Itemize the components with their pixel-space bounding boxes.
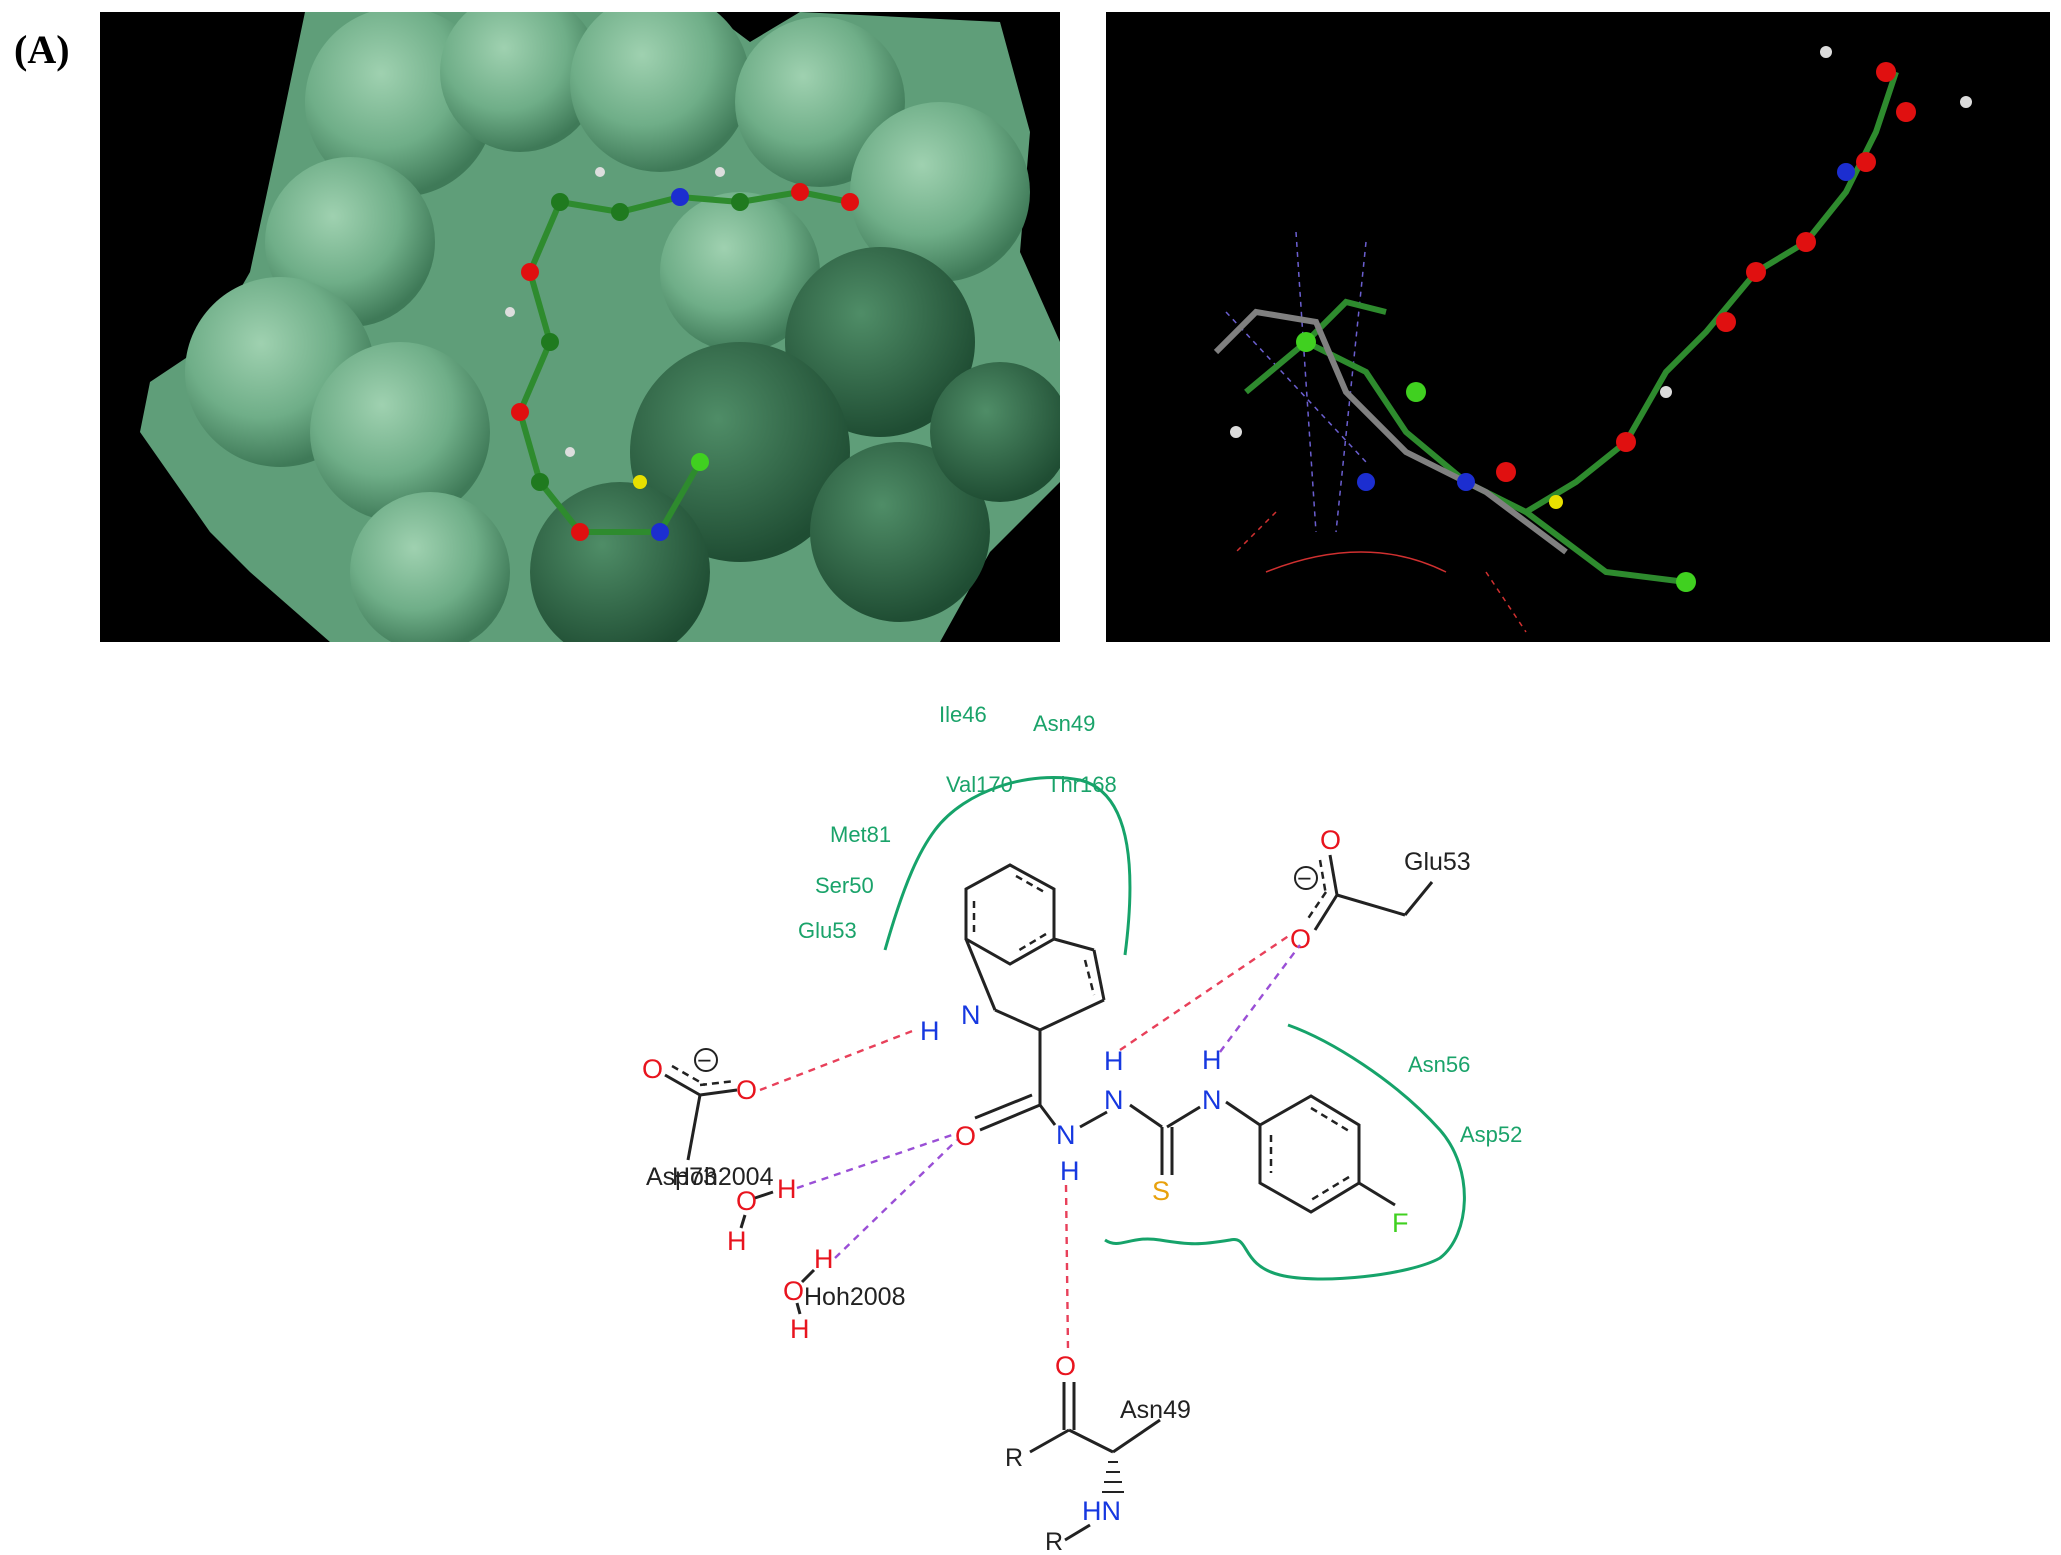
grey-pose [1213,308,1568,555]
residue-thr168: Thr168 [1047,772,1117,797]
glu53-charge: − [1297,865,1312,893]
residue-ile46: Ile46 [939,702,987,727]
bond-n-phenyl [1225,1100,1261,1127]
thiourea-nh: H [1202,1045,1222,1075]
residue-met81: Met81 [830,822,891,847]
asn49-amide-nitrogen: HN [1082,1496,1121,1526]
hoh2004-hydrogen-1: H [777,1174,797,1204]
hoh2004-oxygen: O [736,1186,757,1216]
hoh2008-oxygen: O [783,1276,804,1306]
asn49-backbone: O R Asn49 HN R [1005,1351,1191,1555]
panel-label: (A) [14,27,70,72]
hbond-amide-hoh2008 [834,1139,958,1259]
bond-c-n3 [1166,1105,1201,1129]
fluorine-atom: F [1392,1208,1409,1238]
hydrazide-nitrogen-2: N [1104,1085,1124,1115]
residue-asp52: Asp52 [1460,1122,1522,1147]
asp73-charge: − [697,1047,712,1075]
residue-asn56: Asn56 [1408,1052,1470,1077]
residue-glu53-hbond: Glu53 [1404,848,1471,876]
hoh2008-hydrogen-2: H [790,1314,810,1344]
bond-n-thiocarbonyl [1129,1103,1163,1129]
hoh2004-hydrogen-2: H [727,1226,747,1256]
asp73-carboxylate-oxygen: O [736,1075,757,1105]
glu53-carboxylate-oxygen: O [1290,924,1311,954]
hydrazide-nitrogen-1: N [1056,1120,1076,1150]
amide-oxygen: O [955,1121,976,1151]
pose-overlay-image [1106,12,2050,642]
surface-blobs [185,12,1060,642]
fluorophenyl-group: F [1258,1094,1409,1238]
asn49-r-group-2: R [1045,1528,1063,1555]
asn49-r-group-1: R [1005,1444,1023,1472]
hydrazide-nh-1: H [1060,1156,1080,1186]
residue-asn49-contact: Asn49 [1033,711,1095,736]
pose-atoms [1230,46,1972,592]
residue-ser50: Ser50 [815,873,874,898]
interaction-dashes [1225,231,1527,633]
ligand-ball-and-stick [517,189,851,535]
residue-glu53-contact: Glu53 [798,918,857,943]
indole-hydrogen: H [920,1016,940,1046]
interaction-diagram: Ile46 Asn49 Val170 Thr168 Met81 Ser50 Gl… [642,702,1522,1555]
residue-val170: Val170 [946,772,1013,797]
thiourea-sulfur: S [1152,1176,1170,1206]
bond-carbonyl-o [979,1103,1041,1132]
hbond-amide-hoh2004 [796,1133,953,1190]
bond-carbonyl-n [1038,1104,1057,1126]
hoh2008-hydrogen-1: H [814,1244,834,1274]
water-hoh2008: H O H Hoh2008 [783,1244,905,1344]
indole-nitrogen: N [961,1000,981,1030]
residue-hoh2004: Hoh2004 [672,1163,774,1191]
bond-carbonyl-o-double [974,1093,1033,1120]
indole-group: N H [920,863,1106,1046]
residue-hoh2008: Hoh2008 [804,1283,905,1311]
bond-n-n [1079,1110,1108,1129]
asp73-carboxylate: O O − Asp73 [642,1047,757,1191]
hydrophobic-contact-arc-bottom [1104,1023,1466,1281]
asp73-carbonyl-oxygen: O [642,1054,663,1084]
hbond-thiourea-glu53 [1219,944,1301,1053]
hbond-indole-asp73 [759,1028,916,1092]
water-hoh2004: Hoh2004 O H H [672,1163,797,1256]
residue-asn49-hbond: Asn49 [1120,1396,1191,1424]
ligand-atoms [505,167,859,541]
residue-asp73: Asp73 [646,1163,717,1191]
hydrophobic-contact-arc-top [883,775,1132,956]
hbond-nh-glu53 [1119,934,1291,1051]
surface-render-panel [100,12,1060,642]
glu53-carboxylate: O O − Glu53 [1290,825,1471,954]
glu53-carbonyl-oxygen: O [1320,825,1341,855]
pose-overlay-panel [1106,12,2050,642]
thiourea-nitrogen: N [1202,1085,1222,1115]
protein-surface-image [100,12,1060,642]
hbond-nh-asn49 [1064,1184,1070,1351]
asn49-carbonyl-oxygen: O [1055,1351,1076,1381]
hydrazide-nh-2: H [1104,1046,1124,1076]
